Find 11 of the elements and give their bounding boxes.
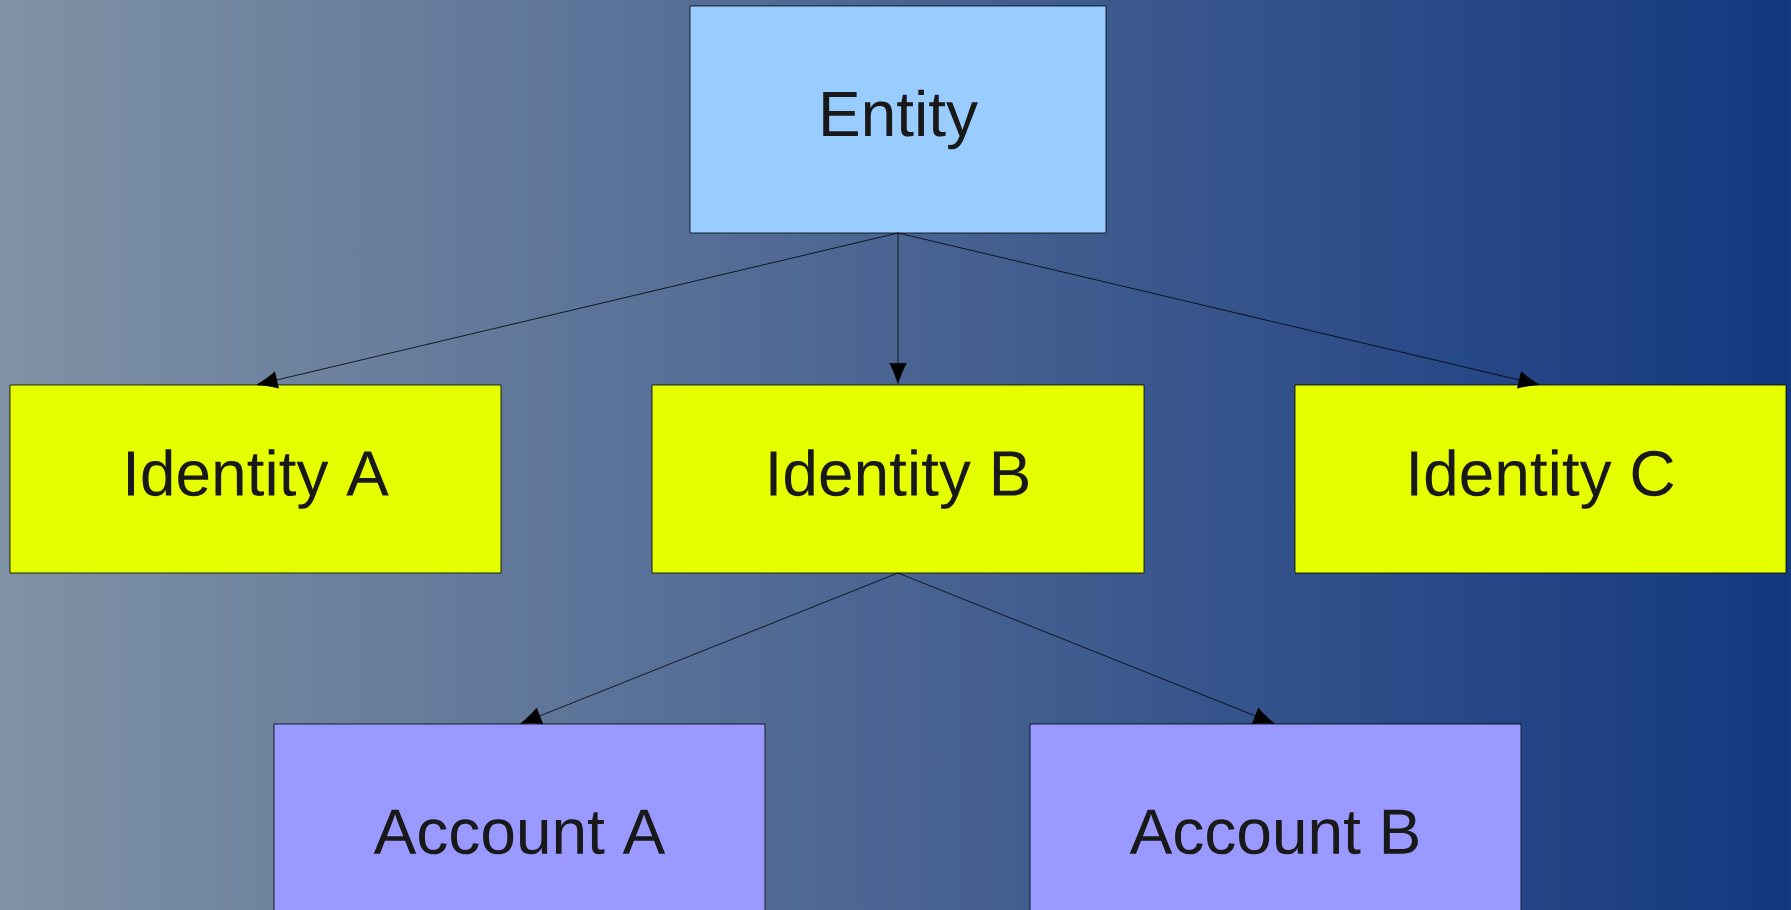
arrow: [256, 232, 899, 389]
arrow: [897, 572, 1275, 725]
process-box: Account A: [273, 723, 766, 910]
arrow: [889, 232, 907, 384]
arrow: [520, 572, 899, 725]
process-box: Identity C: [1294, 384, 1787, 574]
process-box: Identity A: [9, 384, 502, 574]
arrow: [897, 232, 1540, 389]
process-box: Identity B: [651, 384, 1145, 574]
process-box: Account B: [1029, 723, 1522, 910]
process-box: Entity: [689, 5, 1107, 234]
